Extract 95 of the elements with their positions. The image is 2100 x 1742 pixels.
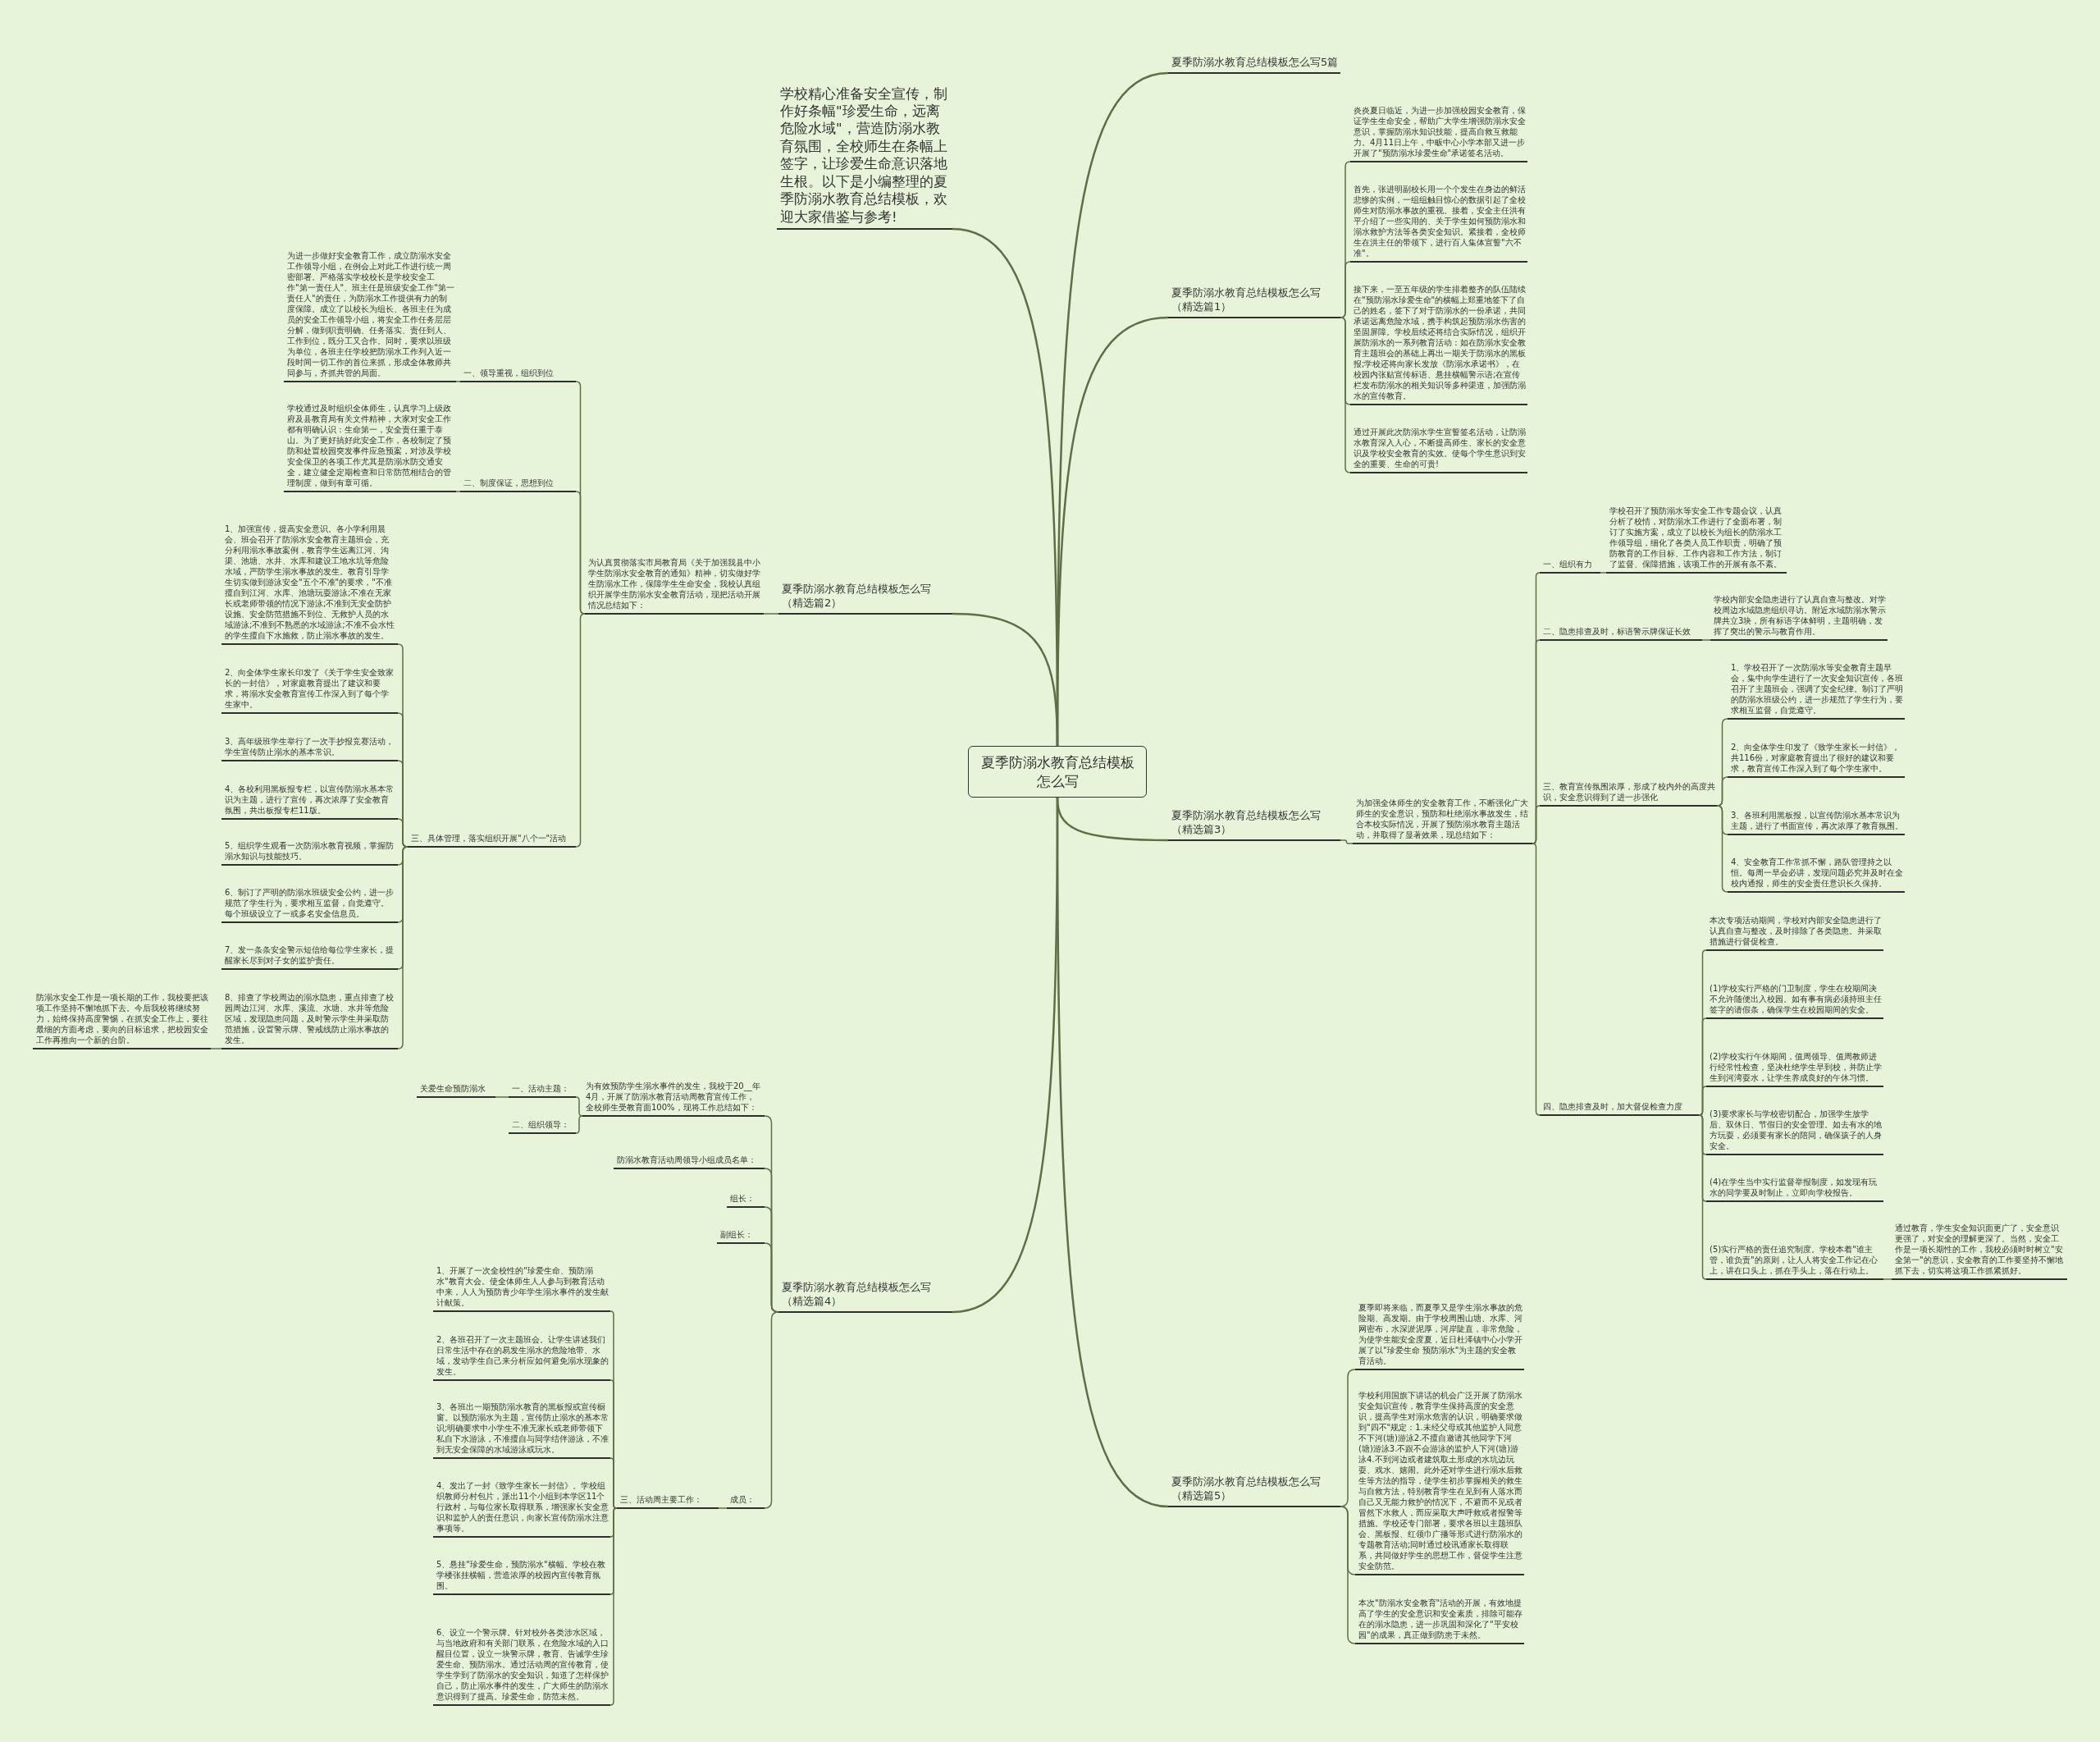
connector-line [1600,572,1607,574]
subtopic-label: 四、隐患排查及时，加大督促检查力度 [1540,1101,1699,1116]
connector-line [397,818,409,848]
subtopic-label: 一、领导重视，组织到位 [460,368,576,382]
subtopic-label: 一、活动主题： [509,1083,576,1098]
subtopic-label: 二、组织领导： [509,1119,576,1134]
note-paragraph: 夏季即将来临，而夏季又是学生溺水事故的危险期、高发期。由于学校周围山塘、水库、河网密布，水深淤泥厚，河岸陡直，非常危险，为使学生能安全度夏，近日杜泽镇中心小学开展了以"珍爱生命 预防溺水"为主题的安全教育活动。 [1355,1302,1524,1370]
connector-line [575,491,586,615]
connector-line [397,846,409,1049]
note-paragraph: 首先，张进明副校长用一个个发生在身边的鲜活悲惨的实例，一组组触目惊心的数据引起了全校师生对防溺水事故的重视。接着，安全主任洪有平介绍了一些实用的、关于学生如何预防溺水和溺水救护方法等各类安全知识。紧接着，全校师生在洪主任的带领下，进行百人集体宣誓"六不准"。 [1350,184,1527,263]
note-paragraph: 4、各校利用黑板报专栏，以宣传防溺水基本常识为主题，进行了宣传，再次浓厚了安全教育氛围，共出板报专栏11版。 [221,784,398,820]
note-paragraph: 炎炎夏日临近，为进一步加强校园安全教育，保证学生生命安全，帮助广大学生增强防溺水安全意识，掌握防溺水知识技能，提高自救互救能力。4月11日上午，中畈中心小学本部又进一步开展了"预防溺水珍爱生命"承诺签名活动。 [1350,105,1527,162]
note-paragraph: 5、悬挂"珍爱生命，预防溺水"横幅。学校在教学楼张挂横幅，营造浓厚的校园内宣传教育氛围。 [433,1559,610,1595]
note-paragraph: 2、向全体学生印发了《致学生家长一封信》，共116份，对家庭教育提出了很好的建议和要求，教育宣传工作深入到了每个学生家中。 [1728,742,1905,778]
note-paragraph: (4)在学生当中实行监督举报制度，如发现有玩水的同学要及时制止，立即向学校报告。 [1706,1177,1883,1202]
note-paragraph: 3、各班利用黑板报，以宣传防溺水基本常识为主题，进行了书面宣传，再次浓厚了教育氛围。 [1728,810,1905,835]
note-paragraph: 通过教育，学生安全知识面更广了，安全意识更强了，对安全的理解更深了。当然，安全工作是一项长期性的工作，我校必须时时树立"安全第一"的意识，安全教育的工作要坚持不懈地抓下去，切实将这项工作抓紧抓好。 [1892,1223,2067,1280]
connector-line [1340,261,1351,318]
note-paragraph: 8、排查了学校周边的溺水隐患，重点排查了校园周边江河、水库、溪流、水塘、水井等危险区域，发现隐患问题，及时警示学生并采取防范措施，设置警示牌、警戒线防止溺水事故的发生。 [221,992,398,1049]
note-paragraph: (1)学校实行严格的门卫制度，学生在校期间决不允许随便出入校园。如有事有病必须持班主任签字的请假条，确保学生在校园期间的安全。 [1706,983,1883,1019]
connector-line [1340,1506,1356,1644]
subtopic-label: 组长： [727,1193,765,1208]
subtopic-label: 成员： [727,1494,765,1509]
note-paragraph: 本次专项活动期间，学校对内部安全隐患进行了认真自查与整改，及时排除了各类隐患。并采取措施进行督促检查。 [1706,915,1883,951]
note-paragraph: 为进一步做好安全教育工作，成立防溺水安全工作领导小组，在例会上对此工作进行统一周密部署。严格落实学校校长是学校安全工作"第一责任人"、班主任是班级安全工作"第一责任人"的责任，为防溺水工作提供有力的制度保障。成立了以校长为组长、各班主任为成员的安全工作领导小组，将安全工作任务层层分解，做到职责明确、任务落实、责任到人、工作到位，既分工又合作。同时，要求以班级为单位，各班主任学校把防溺水工作列入近一段时间一切工作的首位来抓，形成全体教师共同参与，齐抓共管的局面。 [284,250,456,382]
note-paragraph: 5、组织学生观看一次防溺水教育视频，掌握防溺水知识与技能技巧。 [221,840,398,866]
connector-line [495,1096,509,1098]
branch-topic: 夏季防溺水教育总结模板怎么写（精选篇3） [1168,809,1340,841]
connector-line [575,1096,583,1117]
note-paragraph: 防溺水安全工作是一项长期的工作，我校要把该项工作坚持不懈地抓下去。今后我校将继续努力，始终保持高度警惕，在抓安全工作上，要往最细的方面考虑，要向的目标追求，把校园安全工作再推向一个新的台阶。 [33,992,211,1049]
note-paragraph: 学校利用国旗下讲话的机会广泛开展了防溺水安全知识宣传，教育学生保持高度的安全意识，提高学生对溺水危害的认识，明确要求做到"四不"规定：1.未经父母或其他监护人同意不下河(塘)游泳2.不擅自邀请其他同学下河(塘)游泳3.不跟不会游泳的监护人下河(塘)游泳4.不到河边或者建筑取土形成的水坑边玩耍、戏水、嬉闹。此外还对学生进行溺水后救生等方法的指导，使学生初步掌握相关的救生与自救方法，特别教育学生在见到有人落水而自己又无能力救护的情况下，不避而不见或者冒然下水救人，而应采取大声呼救或者报警等措施。学校还专门部署，要求各班以主题班队会、黑板报、红领巾广播等形式进行防溺水的专题教育活动;同时通过校讯通家长取得联系，共同做好学生的思想工作，督促学生注意安全防范。 [1355,1390,1524,1575]
note-paragraph: 4、发出了一封《致学生家长一封信》。学校组织教师分村包片，派出11个小组到本学区11个行政村，与每位家长取得联系，增强家长安全意识和监护人的责任意识，向家长宣传防溺水注意事项等。 [433,1480,610,1538]
subtopic-label: 防溺水教育活动周领导小组成员名单： [614,1154,765,1169]
note-paragraph: 学校内部安全隐患进行了认真自查与整改。对学校周边水域隐患组织寻访。附近水域防溺水警示牌共立3块，所有标语字体鲜明，主题明确，发挥了突出的警示与教育作用。 [1710,594,1888,641]
connector-line [763,613,779,615]
note-paragraph: 1、加强宣传，提高安全意识。各小学利用晨会、班会召开了防溺水安全教育主题班会，充分利用溺水事故案例，教育学生远离江河、沟渠、池塘、水井、水库和建设工地水坑等危险水域，严防学生溺水事故的发生。教育引导学生切实做到游泳安全"五个不准"的要求，"不准擅自到江河、水库、池塘玩耍游泳;不准在无家长或老师带领的情况下游泳;不准到无安全防护设施、安全防范措施不到位、无救护人员的水域游泳;不准到不熟悉的水域游泳;不准不会水性的学生擅自下水施救，防止溺水事故的发生。 [221,524,398,645]
connector-line [718,1507,728,1509]
connector-line [1532,805,1541,844]
connector-line [210,1048,222,1049]
subtopic-label: 三、具体管理，落实组织开展"八个一"活动 [408,833,576,848]
intro-paragraph: 学校精心准备安全宣传，制作好条幅"珍爱生命，远离危险水域"，营造防溺水教育氛围，全校师生在条幅上签字，让珍爱生命意识落地生根。以下是小编整理的夏季防溺水教育总结模板，欢迎大家借鉴与参考! [777,85,952,230]
subtopic-label: 二、制度保证，思想到位 [460,478,576,492]
subtopic-label: 三、教育宣传氛围浓厚，形成了校内外的高度共识，安全意识得到了进一步强化 [1540,781,1717,807]
connector-line [764,1311,779,1509]
note-paragraph: 6、制订了严明的防溺水班级安全公约，进一步规范了学生行为，要求相互监督，自觉遵守。每个班级设立了一或多名安全信息员。 [221,887,398,923]
note-paragraph: 1、开展了一次全校性的"珍爱生命、预防溺水"教育大会。使全体师生人人参与到教育活动中来，人人为预防青少年学生溺水事件的发生献计献策。 [433,1265,610,1312]
note-paragraph: 学校通过及时组织全体师生，认真学习上级政府及县教育局有关文件精神，大家对安全工作都有明确认识：生命第一，安全责任重于泰山。为了更好搞好此安全工作，各校制定了预防和处置校园突发事件应急预案，对涉及学校安全保卫的各项工作尤其是防溺水防交通安全，建立健全定期检查和日常防范相结合的管理制度，做到有章可循。 [284,403,456,492]
note-paragraph: 3、各班出一期预防溺水教育的黑板报或宣传橱窗。以预防溺水为主题，宣传防止溺水的基本常识;明确要求中小学生不准无家长或老师带领下私自下水游泳，不准擅自与同学结伴游泳，不准到无安全保障的水域游泳或玩水。 [433,1401,610,1459]
connector-line [609,1507,618,1706]
note-paragraph: 3、高年级班学生举行了一次手抄报竞赛活动，学生宣传防止溺水的基本常识。 [221,736,398,761]
note-paragraph: (3)要求家长与学校密切配合，加强学生放学后、双休日、节假日的安全管理。如去有水的地方玩耍，必须要有家长的陪同，确保孩子的人身安全。 [1706,1109,1883,1155]
subtopic-label: 副组长： [717,1229,765,1244]
note-paragraph: (2)学校实行午休期间，值周领导、值周教师进行经常性检查，坚决杜绝学生早到校，并防止学生到河湾耍水，让学生养成良好的午休习惯。 [1706,1051,1883,1087]
connector-line [1340,317,1351,473]
note-paragraph: 6、设立一个警示牌。针对校外各类涉水区域，与当地政府和有关部门联系，在危险水域的入口醒目位置，设立一块警示牌，教育、告诫学生珍爱生命、预防溺水。通过活动周的宣传教育，使学生学到了防溺水的安全知识，知道了怎样保护自己，防止溺水事件的发生，广大师生的防溺水意识得到了提高。珍爱生命，防范未然。 [433,1627,610,1706]
connector-line [1532,843,1541,1116]
connector-line [1716,776,1728,807]
connector-line [1698,1114,1707,1280]
note-paragraph: 2、向全体学生家长印发了《关于学生安全致家长的一封信》，对家庭教育提出了建议和要求，将溺水安全教育宣传工作深入到了每个学生家中。 [221,667,398,714]
branch-topic: 夏季防溺水教育总结模板怎么写（精选篇5） [1168,1475,1340,1507]
note-paragraph: 为有效预防学生溺水事件的发生，我校于20__年4月，开展了防溺水教育活动周教育宣传工作，全校师生受教育面100%，现将工作总结如下： [582,1081,765,1117]
subtopic-label: 关爱生命预防溺水 [417,1083,495,1098]
branch-topic: 夏季防溺水教育总结模板怎么写（精选篇1） [1168,286,1340,318]
central-topic: 夏季防溺水教育总结模板怎么写 [968,746,1147,798]
subtopic-label: 三、活动周主要工作： [617,1494,719,1509]
connector-line [609,1457,618,1509]
connector-line [1716,805,1728,893]
branch-topic: 夏季防溺水教育总结模板怎么写（精选篇4） [778,1281,952,1313]
note-paragraph: 1、学校召开了一次防溺水等安全教育主题早会，集中向学生进行了一次安全知识宣传，各班召开了主题班会，强调了安全纪律。制订了严明的防溺水班级公约，进一步规范了学生行为，要求相互监督，自觉遵守。 [1728,662,1905,720]
subtopic-label: 一、组织有力 [1540,559,1600,574]
connector-line [1340,839,1354,844]
connector-line [455,491,461,492]
connector-line [1056,798,1169,1508]
connector-line [952,612,1059,747]
note-paragraph: 学校召开了预防溺水等安全工作专题会议，认真分析了校情，对防溺水工作进行了全面布署，制订了实施方案，成立了以校长为组长的防溺水工作领导组，细化了各类人员工作职责，明确了预防教育的工作目标、工作内容和工作方法，制订了监督、保障措施，该项工作的开展有条不紊。 [1606,505,1787,574]
connector-line [575,1115,583,1134]
subtopic-label: 二、隐患排查及时，标语警示牌保证长效 [1540,626,1702,641]
connector-line [455,381,461,382]
note-paragraph: 接下来，一至五年级的学生排着整齐的队伍陆续在"预防溺水珍爱生命"的横幅上郑重地签下了自己的姓名，签下了对于防溺水的一份承诺，共同承诺远离危险水域，携手构筑起预防溺水伤害的坚固屏障。学校后续还将结合实际情况，组织开展防溺水的一系列教育活动：如在防溺水安全教育主题班会的基础上再出一期关于防溺水的黑板报;学校还将向家长发放《防溺水承诺书》，在校园内张贴宣传标语、悬挂横幅警示语;在宣传栏发布防溺水的相关知识等多种渠道，加强防溺水的宣传教育。 [1350,284,1527,405]
connector-line [1340,1369,1356,1507]
connector-line [1883,1278,1892,1280]
note-paragraph: 为加强全体师生的安全教育工作，不断强化广大师生的安全意识，预防和杜绝溺水事故发生，结合本校实际情况，开展了预防溺水教育主题活动，并取得了显著效果，现总结如下： [1353,798,1532,844]
note-paragraph: 通过开展此次防溺水学生宣誓签名活动，让防溺水教育深入人心，不断提高师生、家长的安全意识及学校安全教育的实效。使每个学生意识到安全的重要、生命的可贵! [1350,427,1527,473]
connector-line [575,613,586,848]
branch-topic: 夏季防溺水教育总结模板怎么写5篇 [1168,56,1340,74]
note-paragraph: 为认真贯彻落实市局教育局《关于加强我县中小学生防溺水安全教育的通知》精神，切实做好学生防溺水工作，保障学生生命安全，我校认真组织开展学生防溺水安全教育活动，现把活动开展情况总结如下： [585,557,764,615]
branch-topic: 夏季防溺水教育总结模板怎么写（精选篇2） [778,583,952,615]
note-paragraph: 本次"防溺水安全教育"活动的开展，有效地提高了学生的安全意识和安全素质，排除可能存在的溺水隐患，进一步巩固和深化了"平安校园"的成果，真正做到防患于未然。 [1355,1598,1524,1644]
note-paragraph: 2、各班召开了一次主题班会。让学生讲述我们日常生活中存在的易发生溺水的危险地带、水域，发动学生自己来分析应如何避免溺水现象的发生。 [433,1334,610,1381]
note-paragraph: 4、安全教育工作常抓不懈，路队管理持之以恒。每周一早会必讲，发现问题必究并及时在全校内通报，师生的安全责任意识长久保持。 [1728,857,1905,893]
note-paragraph: 7、发一条条安全警示短信给每位学生家长，提醒家长尽到对子女的监护责任。 [221,944,398,970]
connector-line [1701,639,1711,641]
connector-line [1698,1086,1707,1116]
connector-line [764,1242,779,1313]
note-paragraph: (5)实行严格的责任追究制度。学校本着"谁主管，谁负责"的原则，让人人将安全工作记在心上，讲在口头上，抓在手头上，落在行动上。 [1706,1244,1883,1280]
